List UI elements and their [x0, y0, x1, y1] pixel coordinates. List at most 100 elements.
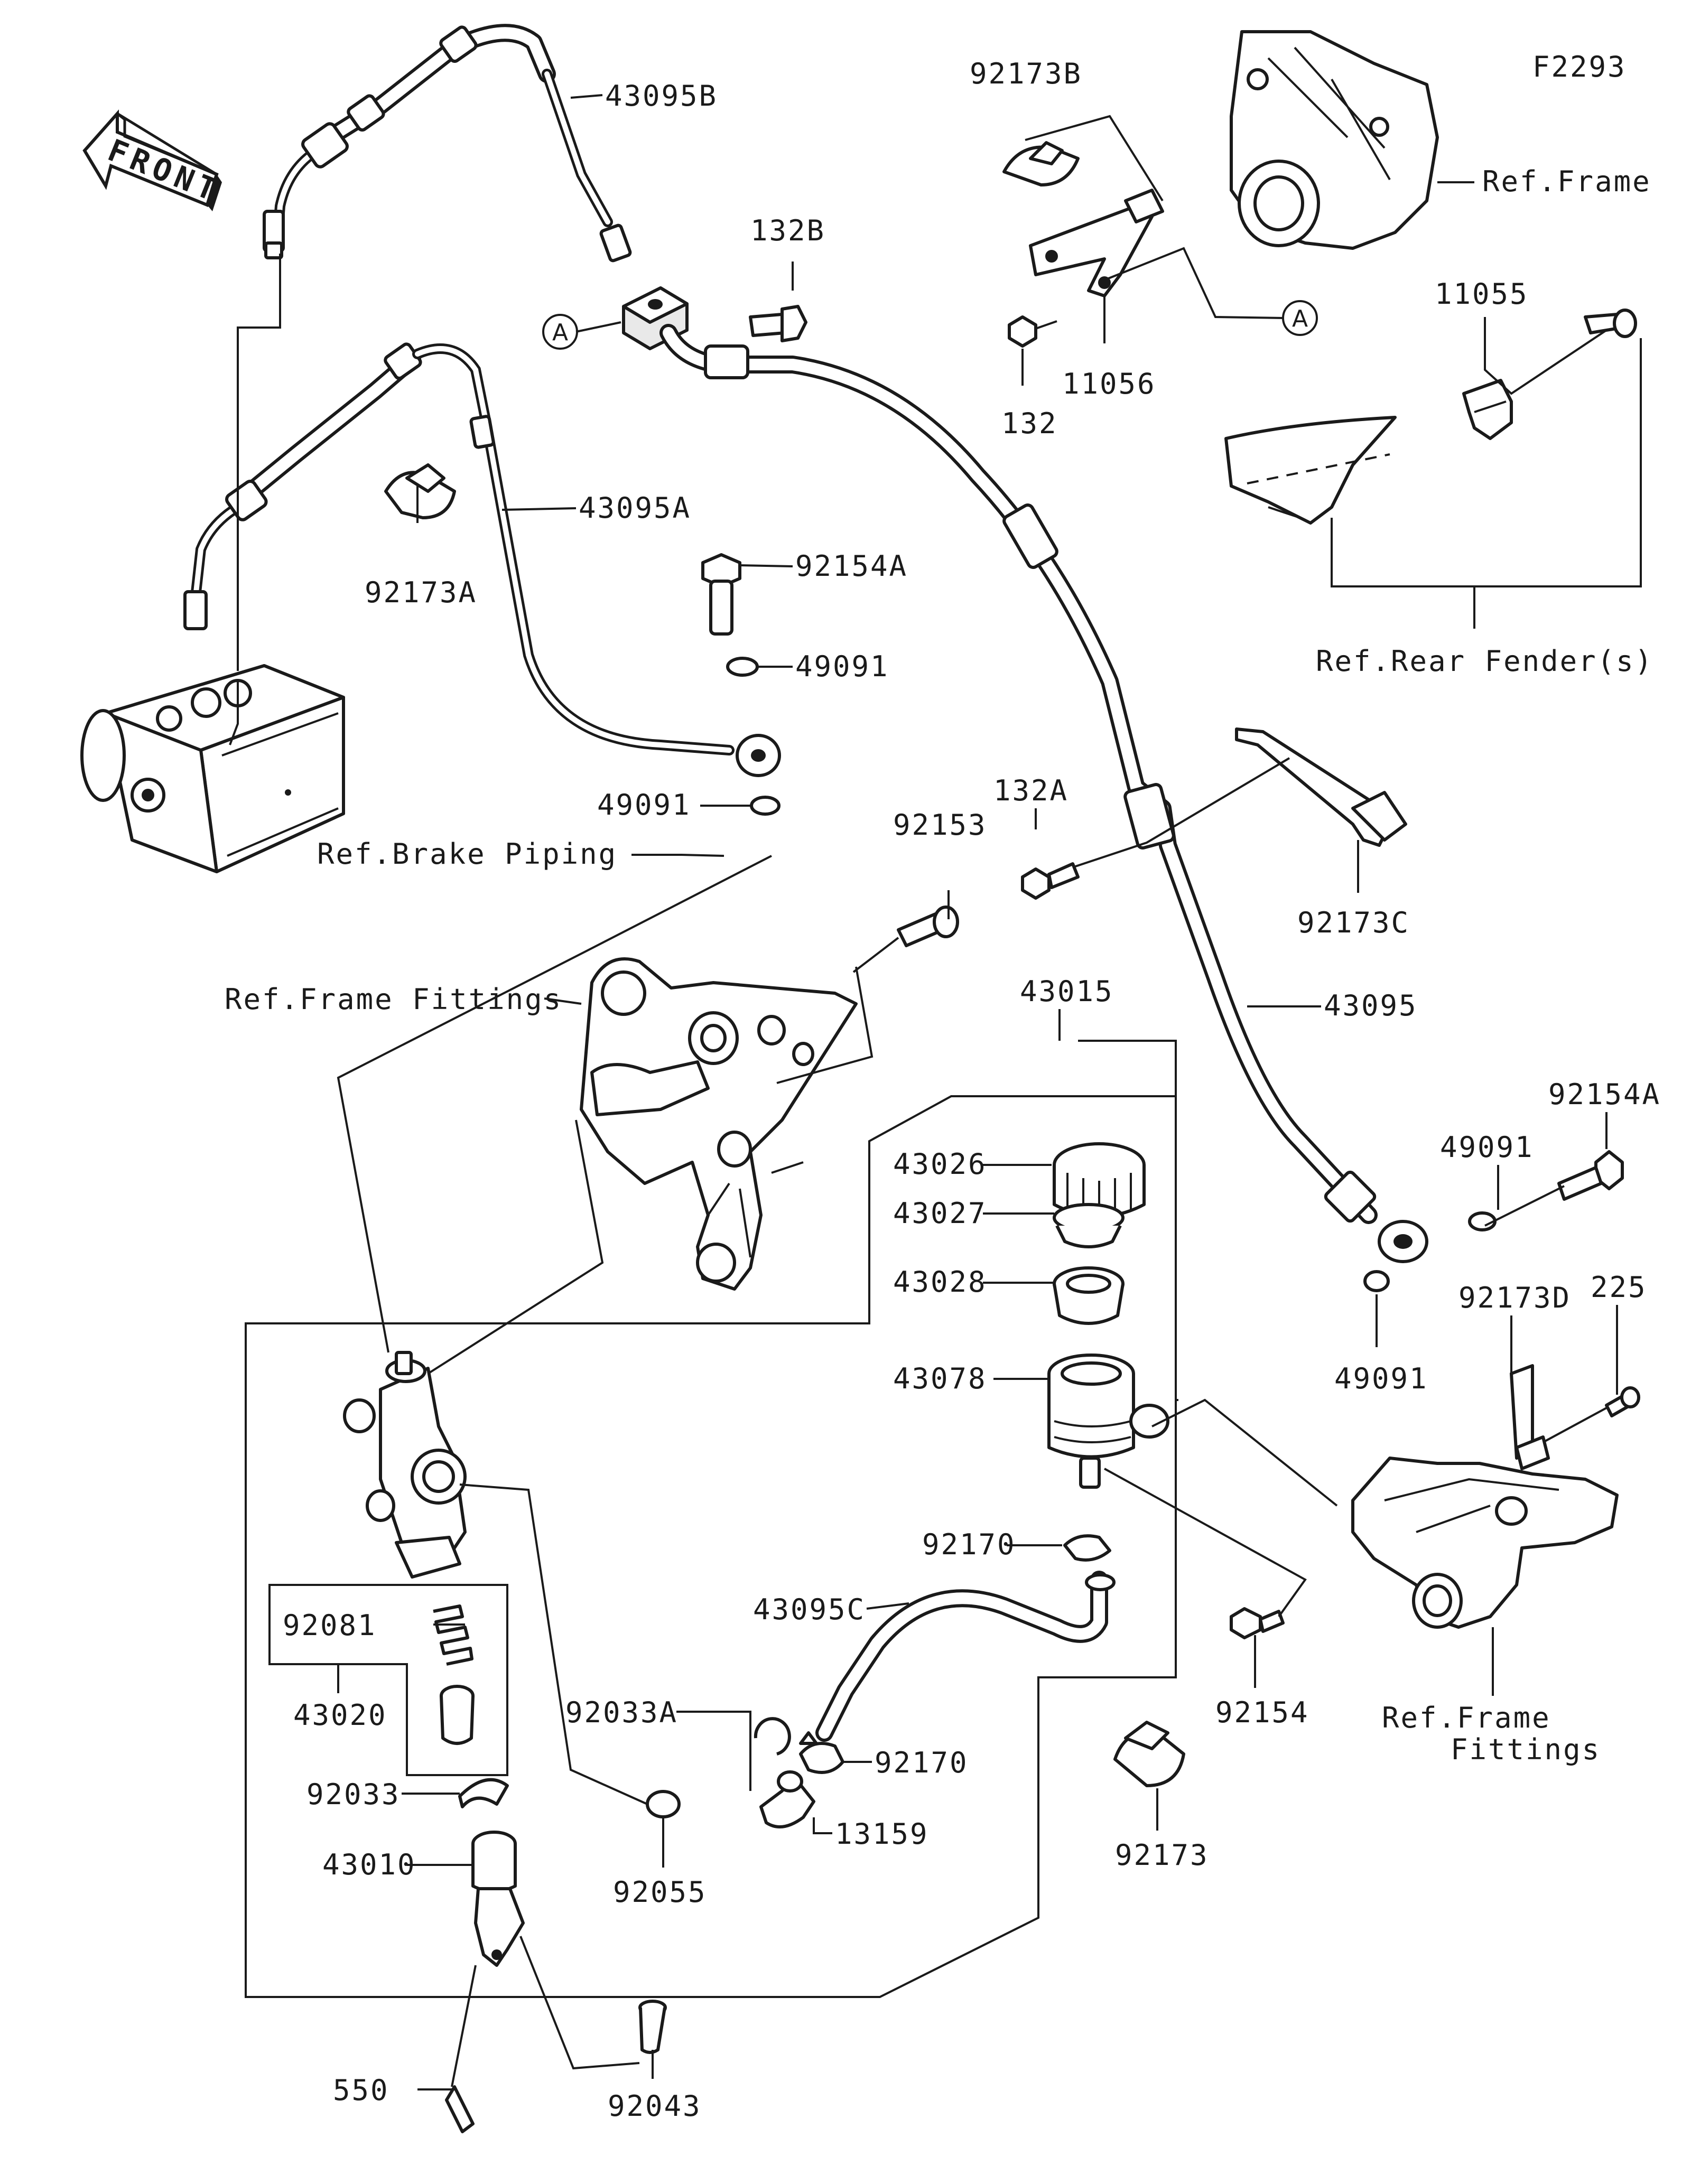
cotter-pin-550-icon [445, 2085, 475, 2133]
callout-92081: 92081 [283, 1609, 377, 1642]
frame-ref-casting [1230, 30, 1439, 250]
callout-92173A: 92173A [365, 576, 477, 609]
circlip-92033A-icon [754, 1717, 791, 1756]
frame-fittings-ref-right [1351, 1457, 1619, 1629]
callout-43095: 43095 [1324, 989, 1418, 1022]
spring-92081-icon [433, 1604, 473, 1666]
callout-43095A: 43095A [579, 491, 691, 525]
brake-pipe-43095A [183, 342, 735, 755]
callout-43095B: 43095B [605, 79, 718, 113]
callout-43095C: 43095C [753, 1593, 866, 1626]
washer-49091-top-icon [726, 657, 759, 677]
banjo-bolt-92154A-icon [701, 553, 741, 636]
callout-92154: 92154 [1215, 1696, 1309, 1729]
plate-43027-icon [1053, 1203, 1125, 1248]
footrest-bracket-ref [580, 957, 858, 1291]
mark-a-left-label: A [552, 319, 568, 346]
callout-92043: 92043 [608, 2089, 702, 2123]
callout-13159: 13159 [835, 1817, 929, 1851]
callout-92154A-right: 92154A [1548, 1078, 1661, 1111]
pushrod-43010-icon [471, 1831, 525, 1967]
brake-hose-43095 [659, 324, 1428, 1263]
clip-92170-top-icon [1063, 1534, 1111, 1562]
callout-11056: 11056 [1062, 367, 1156, 400]
clamp-92173-icon [1113, 1721, 1185, 1787]
callout-43028: 43028 [893, 1265, 987, 1299]
callout-43026: 43026 [893, 1147, 987, 1181]
pin-92043-icon [638, 2000, 667, 2054]
front-arrow-icon: FRONT [82, 109, 226, 211]
bracket-11056 [1029, 189, 1164, 297]
abs-hydraulic-unit [80, 664, 345, 873]
mark-a-right: A [1282, 300, 1318, 336]
rear-fender-ref [1224, 416, 1397, 525]
clamp-92173B-icon [1002, 141, 1080, 186]
callout-49091-top: 49091 [795, 650, 889, 683]
banjo-bolt-92154A-right-icon [1557, 1150, 1624, 1201]
bolt-132-icon [1008, 315, 1057, 348]
callout-43027: 43027 [893, 1197, 987, 1230]
callout-ref-brake-piping: Ref.Brake Piping [317, 837, 617, 871]
mark-a-right-label: A [1292, 305, 1308, 332]
master-cylinder-body-icon [343, 1351, 467, 1579]
callout-49091-right-bottom: 49091 [1334, 1362, 1428, 1395]
reservoir-hose-43095C [815, 1571, 1116, 1742]
callout-43020: 43020 [293, 1698, 387, 1732]
washer-49091-right-bottom-icon [1363, 1270, 1390, 1292]
callout-225: 225 [1591, 1271, 1647, 1304]
leader-lines [229, 94, 1642, 2090]
banjo-fitting-icon [736, 734, 781, 777]
callout-92033: 92033 [306, 1778, 401, 1811]
bolt-top-right-icon [1584, 309, 1637, 338]
bolt-132B-icon [749, 305, 807, 342]
bolt-92153-icon [897, 906, 959, 947]
bolt-132A-icon [1021, 862, 1080, 900]
oring-92055-icon [646, 1790, 681, 1818]
bolt-92154-icon [1230, 1607, 1285, 1639]
callout-132A: 132A [993, 774, 1069, 807]
callout-43078: 43078 [893, 1362, 987, 1395]
callout-92170-bottom: 92170 [875, 1746, 969, 1779]
callout-ref-frame-fittings-right-2: Fittings [1451, 1733, 1601, 1766]
mark-a-left: A [542, 314, 578, 350]
callout-92173D: 92173D [1458, 1281, 1571, 1314]
callout-11055: 11055 [1435, 277, 1529, 311]
piston-43020-icon [440, 1685, 475, 1745]
reservoir-43078-icon [1047, 1354, 1169, 1489]
callout-92173C: 92173C [1297, 906, 1410, 939]
clamp-92173A-icon [384, 463, 456, 519]
callout-92173: 92173 [1115, 1838, 1209, 1872]
callout-92173B: 92173B [970, 57, 1082, 90]
callout-132: 132 [1001, 407, 1058, 440]
callout-92153: 92153 [893, 808, 987, 842]
callout-92055: 92055 [613, 1875, 707, 1909]
callout-43015: 43015 [1020, 975, 1114, 1008]
clip-92170-bottom-icon [799, 1731, 844, 1774]
clip-11055-icon [1462, 379, 1513, 440]
callout-ref-frame-fittings-left: Ref.Frame Fittings [225, 983, 562, 1016]
callout-43010: 43010 [322, 1848, 416, 1881]
brake-pipe-43095B [263, 24, 632, 263]
fitting-13159-icon [759, 1770, 815, 1828]
callout-ref-rear-fender: Ref.Rear Fender(s) [1316, 645, 1653, 678]
callout-ref-frame-fittings-right-1: Ref.Frame [1382, 1701, 1551, 1734]
callout-550: 550 [333, 2074, 389, 2107]
callout-ref-frame-top: Ref.Frame [1482, 165, 1651, 198]
diaphragm-43028-icon [1053, 1266, 1125, 1325]
figure-code: F2293 [1532, 50, 1627, 83]
callout-labels: 43095B 92173B Ref.Frame 132B 132 11056 1… [225, 57, 1661, 2123]
bracket-92173D-icon [1510, 1364, 1550, 1470]
washer-49091-mid-icon [750, 796, 781, 816]
callout-92154A-top: 92154A [795, 549, 908, 583]
callout-49091-right-top: 49091 [1440, 1131, 1534, 1164]
bracket-92173C-icon [1235, 727, 1407, 847]
callout-132B: 132B [750, 214, 825, 247]
callout-92170-top: 92170 [922, 1528, 1016, 1561]
junction-block [622, 286, 689, 350]
cap-43026-icon [1053, 1142, 1146, 1218]
callout-49091-mid: 49091 [597, 788, 691, 822]
callout-92033A: 92033A [565, 1696, 678, 1729]
circlip-92033-icon [458, 1778, 509, 1808]
bolt-225-icon [1605, 1386, 1640, 1417]
